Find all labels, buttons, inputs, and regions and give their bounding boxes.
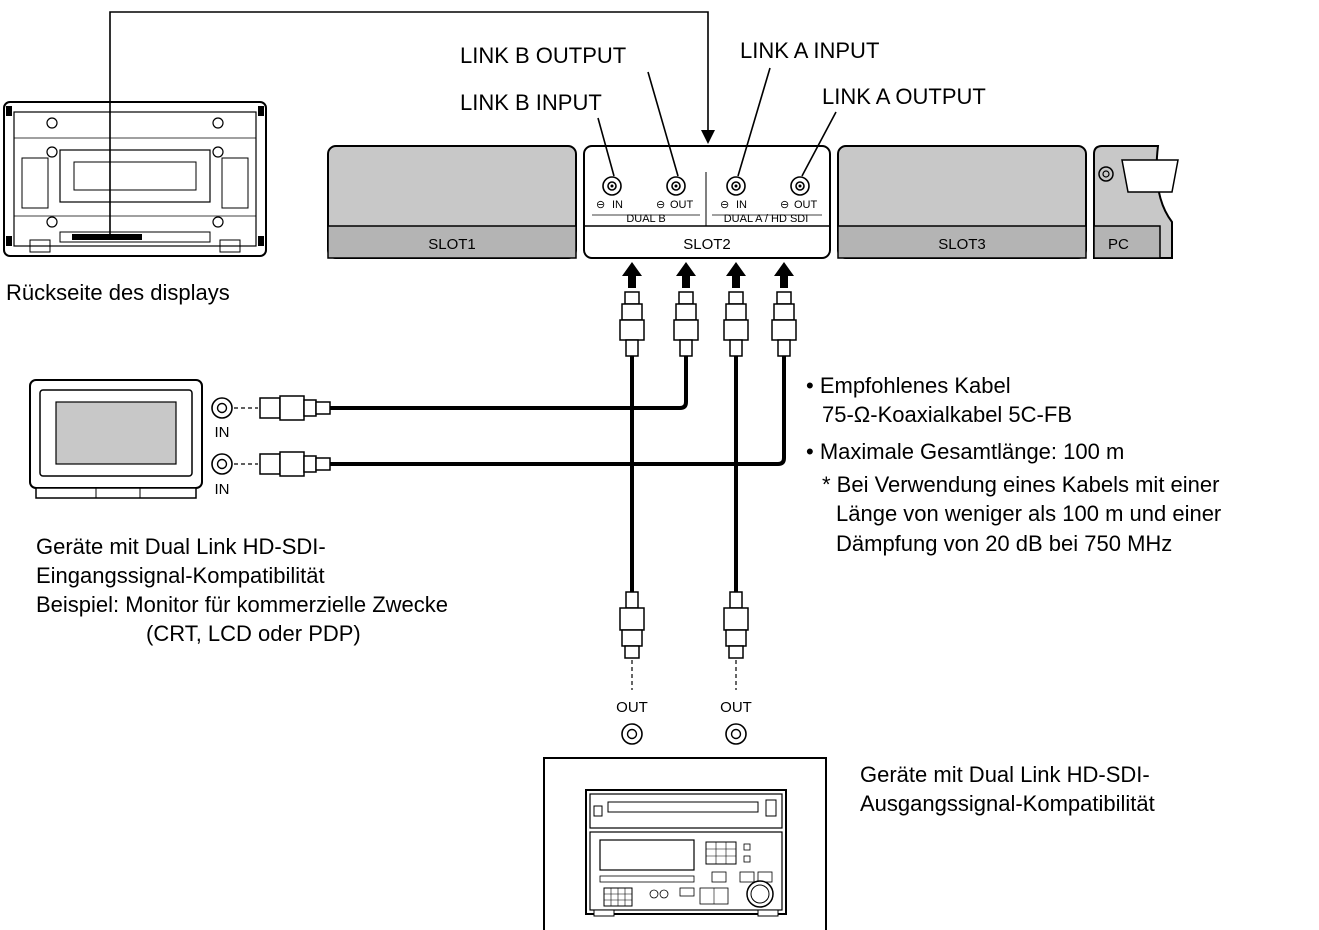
link-a-out-jack[interactable] bbox=[790, 176, 810, 196]
link-b-out-jack[interactable] bbox=[666, 176, 686, 196]
monitor-caption-line-3: Beispiel: Monitor für kommerzielle Zweck… bbox=[36, 592, 448, 617]
cable-footnote-1: * Bei Verwendung eines Kabels mit einer bbox=[822, 472, 1219, 497]
monitor-in-2-label: IN bbox=[215, 481, 230, 498]
jack-out-icon: ⊖ bbox=[780, 199, 789, 211]
rear-display-label: Rückseite des displays bbox=[6, 280, 230, 305]
bnc-jack-icon bbox=[621, 723, 643, 745]
pc-label: PC bbox=[1108, 236, 1129, 253]
monitor-caption-line-1: Geräte mit Dual Link HD-SDI- bbox=[36, 534, 326, 559]
link-a-in-jack[interactable] bbox=[726, 176, 746, 196]
cable-note-1-sub: 75-Ω-Koaxialkabel 5C-FB bbox=[822, 402, 1072, 427]
slot2-label: SLOT2 bbox=[683, 236, 731, 253]
bnc-jack-icon bbox=[211, 397, 233, 419]
bnc-plug-icon bbox=[259, 453, 281, 475]
jack-a-out-label: OUT bbox=[794, 199, 818, 211]
source-out-2-label: OUT bbox=[720, 699, 752, 716]
display-rear-panel bbox=[3, 101, 267, 257]
slot1: SLOT1 bbox=[327, 145, 577, 259]
leader-line bbox=[801, 111, 837, 177]
bnc-plug-icon bbox=[723, 291, 749, 357]
source-jack-2 bbox=[725, 723, 747, 745]
top-bnc-connectors bbox=[619, 291, 797, 357]
bottom-bnc-connectors bbox=[619, 591, 749, 690]
jack-b-out-label: OUT bbox=[670, 199, 694, 211]
cable-footnote-3: Dämpfung von 20 dB bei 750 MHz bbox=[836, 531, 1172, 556]
bnc-jack-icon bbox=[211, 453, 233, 475]
leader-line bbox=[737, 67, 771, 177]
arrow-up-icon bbox=[774, 262, 794, 288]
pc-slot: PC bbox=[1093, 145, 1179, 259]
link-line bbox=[109, 11, 709, 238]
arrow-down-icon bbox=[701, 130, 715, 144]
bnc-plug-icon bbox=[723, 591, 749, 659]
jack-a-in-label: IN bbox=[736, 199, 747, 211]
monitor-caption-line-4: (CRT, LCD oder PDP) bbox=[146, 621, 361, 646]
arrow-up-icon bbox=[622, 262, 642, 288]
arrow-up-icon bbox=[726, 262, 746, 288]
bnc-plug-icon bbox=[259, 397, 281, 419]
cable-note-2: • Maximale Gesamtlänge: 100 m bbox=[806, 439, 1124, 464]
link-a-input-label: LINK A INPUT bbox=[740, 38, 879, 63]
monitor-caption-line-2: Eingangssignal-Kompatibilität bbox=[36, 563, 325, 588]
cable-link-b-out bbox=[330, 356, 688, 410]
monitor-in-1-label: IN bbox=[215, 424, 230, 441]
cable-note-1: • Empfohlenes Kabel bbox=[806, 373, 1011, 398]
bnc-plug-icon bbox=[673, 291, 699, 357]
slot3-label: SLOT3 bbox=[938, 236, 986, 253]
slot2: SLOT2 DUAL B DUAL A / HD SDI ⊖ IN ⊖ OUT bbox=[583, 145, 831, 259]
dual-a-label: DUAL A / HD SDI bbox=[724, 213, 809, 225]
bnc-plug-icon bbox=[771, 291, 797, 357]
link-b-output-label: LINK B OUTPUT bbox=[460, 43, 626, 68]
bnc-plug-icon bbox=[619, 291, 645, 357]
jack-out-icon: ⊖ bbox=[656, 199, 665, 211]
source-jack-1 bbox=[621, 723, 643, 745]
vga-port-icon bbox=[1121, 159, 1179, 193]
slot3: SLOT3 bbox=[837, 145, 1087, 259]
link-b-in-jack[interactable] bbox=[602, 176, 622, 196]
cable-footnote-2: Länge von weniger als 100 m und einer bbox=[836, 501, 1221, 526]
source-device bbox=[543, 757, 827, 930]
jack-b-in-label: IN bbox=[612, 199, 623, 211]
source-caption-line-1: Geräte mit Dual Link HD-SDI- bbox=[860, 762, 1150, 787]
arrow-up-icon bbox=[676, 262, 696, 288]
slot1-label: SLOT1 bbox=[428, 236, 476, 253]
monitor-connector-2 bbox=[211, 451, 331, 477]
dual-b-label: DUAL B bbox=[626, 213, 665, 225]
monitor-connector-1 bbox=[211, 395, 331, 421]
monitor bbox=[29, 379, 203, 499]
jack-in-icon: ⊖ bbox=[596, 199, 605, 211]
link-a-output-label: LINK A OUTPUT bbox=[822, 84, 986, 109]
source-caption-line-2: Ausgangssignal-Kompatibilität bbox=[860, 791, 1155, 816]
up-arrows bbox=[622, 262, 794, 288]
bnc-plug-icon bbox=[619, 591, 645, 659]
link-b-input-label: LINK B INPUT bbox=[460, 90, 602, 115]
leader-line bbox=[647, 71, 679, 177]
jack-in-icon: ⊖ bbox=[720, 199, 729, 211]
source-out-1-label: OUT bbox=[616, 699, 648, 716]
leader-line bbox=[597, 117, 615, 177]
bnc-jack-icon bbox=[725, 723, 747, 745]
cable-link-a-out bbox=[330, 356, 786, 466]
